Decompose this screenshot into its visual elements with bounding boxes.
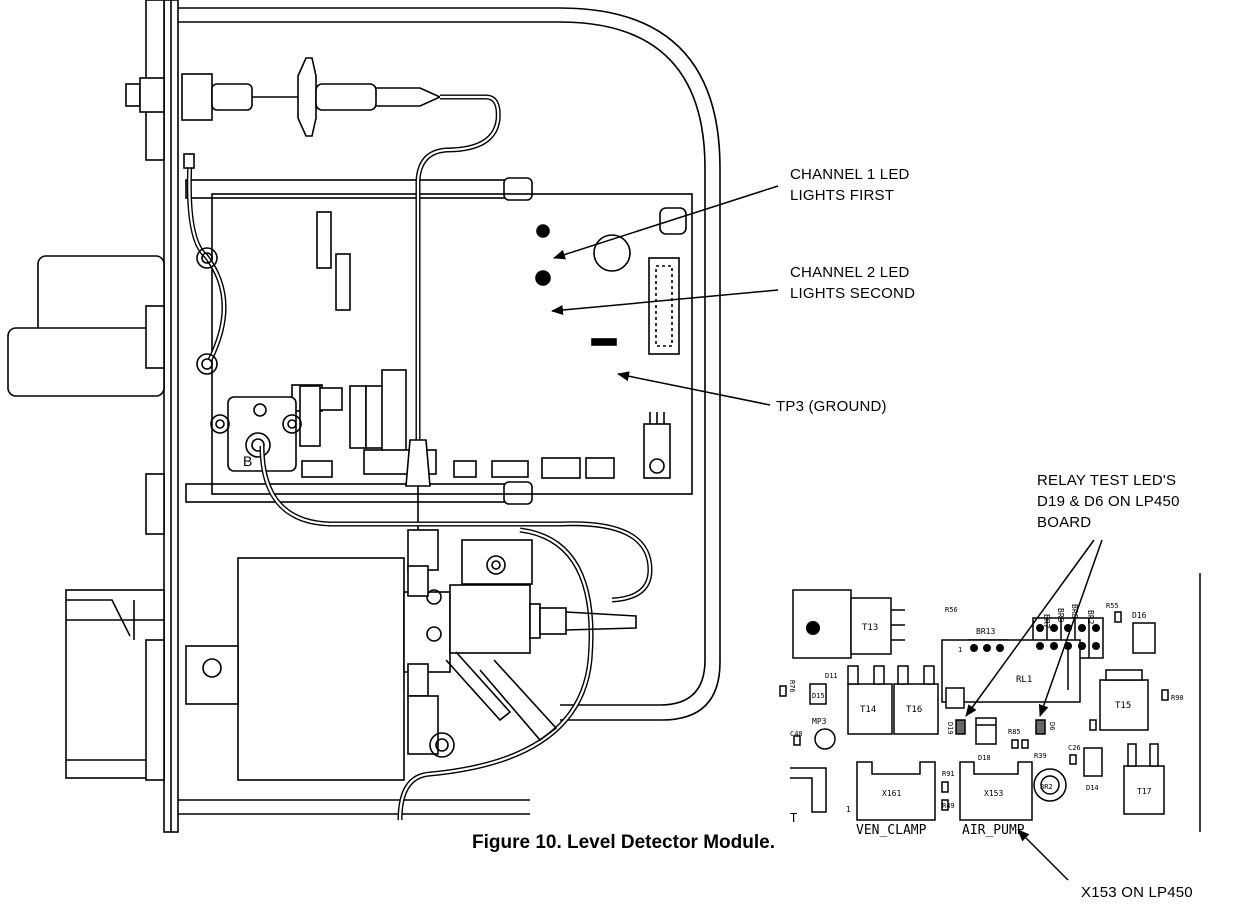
pcb-label-r90: R90 — [1171, 694, 1184, 702]
pcb-label-d16: D16 — [1132, 611, 1147, 620]
leader-relay-d19 — [965, 539, 1095, 717]
main-pcb — [211, 193, 693, 495]
pcb-label-d14: D14 — [1086, 784, 1099, 792]
leader-channel2 — [551, 289, 779, 315]
pcb-label-one-b: 1 — [846, 805, 851, 814]
callout-channel2-line1: CHANNEL 2 LED — [790, 264, 910, 281]
channel1-led-dot — [536, 224, 550, 238]
pcb-label-ven-clamp: VEN_CLAMP — [856, 823, 927, 838]
pcb-label-t14: T14 — [860, 705, 876, 715]
pcb-label-x161: X161 — [882, 789, 901, 798]
pcb-label-br9: BR9 — [1056, 608, 1065, 623]
callout-x153-line1: X153 ON LP450 — [1081, 884, 1193, 901]
rl1-relay — [941, 639, 1081, 703]
enclosure-outline — [178, 7, 721, 721]
pcb-label-d11: D11 — [825, 672, 838, 680]
pcb-label-r85: R85 — [1008, 728, 1021, 736]
d6-led — [1035, 719, 1046, 735]
pcb-label-c40: C40 — [790, 730, 803, 738]
pcb-label-br2: BR2 — [1086, 610, 1095, 625]
callout-channel1-line2: LIGHTS FIRST — [790, 187, 895, 204]
leader-tp3 — [617, 371, 771, 406]
pcb-label-t15: T15 — [1115, 701, 1131, 711]
pcb-label-r56: R56 — [945, 606, 958, 614]
pcb-label-r91: R91 — [942, 770, 955, 778]
leader-channel1 — [553, 185, 779, 260]
solenoid-body — [237, 557, 405, 781]
callout-relay-line3: BOARD — [1037, 514, 1092, 531]
pcb-label-t17: T17 — [1137, 787, 1152, 796]
pcb-label-t13: T13 — [862, 623, 878, 633]
left-block-lower — [7, 327, 165, 397]
pcb-label-rl1: RL1 — [1016, 675, 1032, 685]
pcb-label-d18: D18 — [978, 754, 991, 762]
callout-tp3-line1: TP3 (GROUND) — [776, 398, 887, 415]
x153-connector — [959, 761, 1033, 821]
d19-led — [955, 719, 966, 735]
callout-relay-line1: RELAY TEST LED'S — [1037, 472, 1177, 489]
pcb-label-d15: D15 — [812, 692, 825, 700]
pcb-label-t-frag: T — [790, 811, 797, 825]
pcb-label-br13: BR13 — [976, 627, 995, 636]
pcb-label-r76: R76 — [788, 680, 796, 693]
callout-relay-line2: D19 & D6 ON LP450 — [1037, 493, 1180, 510]
tp3-ground — [591, 338, 617, 346]
pcb-label-br7: BR7 — [1042, 614, 1051, 629]
module-drawing — [7, 0, 721, 833]
leader-x153 — [1017, 829, 1069, 881]
figure-caption: Figure 10. Level Detector Module. — [471, 832, 776, 853]
callout-channel2-line2: LIGHTS SECOND — [790, 285, 916, 302]
pcb-label-br8: BR8 — [1070, 604, 1079, 619]
lower-rail — [185, 483, 531, 503]
pcb-label-one-a: 1 — [958, 646, 962, 654]
callout-x153: X153 ON LP450 — [1081, 882, 1193, 903]
channel2-led-dot — [535, 270, 551, 286]
leader-relay-d6 — [1038, 539, 1103, 717]
callout-tp3: TP3 (GROUND) — [776, 396, 887, 417]
pcb-label-x153: X153 — [984, 789, 1003, 798]
leader-lines — [551, 185, 1103, 881]
pcb-label-r39: R39 — [1034, 752, 1047, 760]
upper-rail — [185, 179, 531, 199]
pcb-label-d6: D6 — [1048, 722, 1056, 730]
callout-channel1-line1: CHANNEL 1 LED — [790, 166, 910, 183]
pcb-label-mp3: MP3 — [812, 717, 827, 726]
lp450-board-inset: T13 R56 BR13 1 BR7 BR9 BR8 BR2 R55 D16 R… — [779, 573, 1201, 838]
b-port-label: B — [243, 453, 252, 469]
pcb-label-d19: D19 — [946, 722, 954, 735]
callout-channel2: CHANNEL 2 LED LIGHTS SECOND — [790, 262, 915, 304]
t13-component — [792, 589, 852, 659]
pcb-label-r55: R55 — [1106, 602, 1119, 610]
x161-connector — [856, 761, 936, 821]
pcb-label-air-pump: AIR_PUMP — [962, 823, 1025, 838]
ribbon-header — [648, 257, 680, 355]
pcb-label-t16: T16 — [906, 705, 922, 715]
pcb-label-br2b: BR2 — [1040, 783, 1053, 791]
pcb-label-c26: C26 — [1068, 744, 1081, 752]
callout-channel1: CHANNEL 1 LED LIGHTS FIRST — [790, 164, 910, 206]
pcb-label-r49: R49 — [942, 802, 955, 810]
callout-relay: RELAY TEST LED'S D19 & D6 ON LP450 BOARD — [1037, 470, 1180, 533]
